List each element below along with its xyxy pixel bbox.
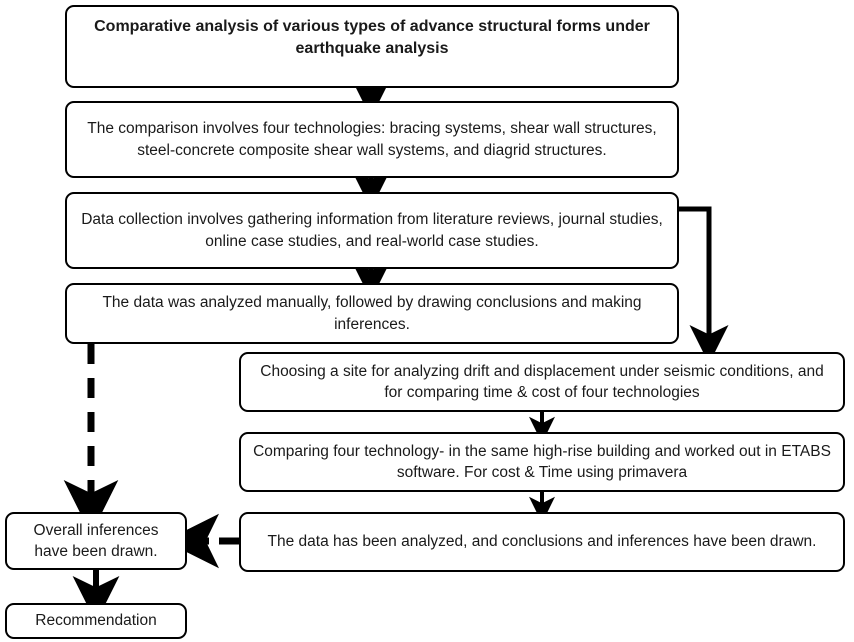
node-text: The data was analyzed manually, followed… xyxy=(102,294,642,333)
node-comparative-analysis: Comparative analysis of various types of… xyxy=(65,5,679,88)
arrow-data-collection-to-site-selection xyxy=(679,206,729,364)
node-text: Overall inferences have been drawn. xyxy=(33,521,159,560)
node-recommendation: Recommendation xyxy=(5,603,187,639)
node-etabs-comparison: Comparing four technology- in the same h… xyxy=(239,432,845,492)
node-text: Data collection involves gathering infor… xyxy=(81,211,663,250)
node-data-collection: Data collection involves gathering infor… xyxy=(65,192,679,269)
node-overall-inferences: Overall inferences have been drawn. xyxy=(5,512,187,570)
node-text: Choosing a site for analyzing drift and … xyxy=(260,362,824,401)
node-text: Recommendation xyxy=(35,612,157,630)
node-text: Comparative analysis of various types of… xyxy=(94,18,650,58)
node-text: The data has been analyzed, and conclusi… xyxy=(267,533,817,551)
node-text: Comparing four technology- in the same h… xyxy=(253,442,831,481)
node-manual-analysis: The data was analyzed manually, followed… xyxy=(65,283,679,344)
node-analyzed-conclusions: The data has been analyzed, and conclusi… xyxy=(239,512,845,572)
node-text: The comparison involves four technologie… xyxy=(87,120,657,159)
node-site-selection: Choosing a site for analyzing drift and … xyxy=(239,352,845,412)
node-four-technologies: The comparison involves four technologie… xyxy=(65,101,679,178)
